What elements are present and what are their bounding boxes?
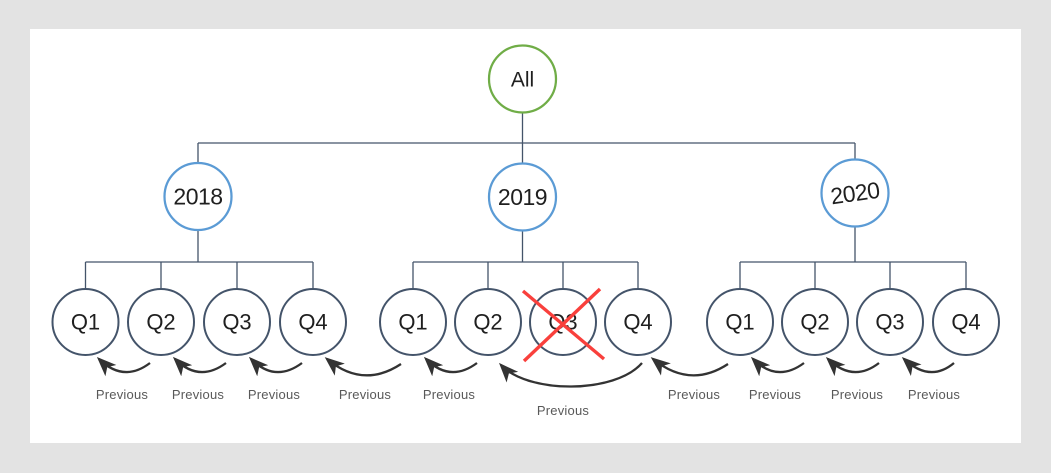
connector-2019-to-quarters xyxy=(412,230,639,289)
previous-arrows xyxy=(96,356,955,388)
quarter-node-circle-2020-q3 xyxy=(856,288,924,356)
quarter-node-label-2018-q3: Q3 xyxy=(222,310,251,335)
previous-label-9: Previous xyxy=(831,387,883,402)
root-node-circle xyxy=(487,44,558,114)
connector-2020-to-quarters xyxy=(739,226,967,289)
year-node-circle-2020 xyxy=(820,158,890,228)
quarter-node-label-2019-q1: Q1 xyxy=(398,310,427,335)
previous-arrow-2018-q4-to-q3 xyxy=(248,356,303,377)
tree-connectors xyxy=(84,112,967,289)
quarter-node-label-2018-q2: Q2 xyxy=(146,310,175,335)
cross-out-line-2 xyxy=(522,287,602,363)
previous-arrow-2020-q2-to-q1 xyxy=(750,356,805,377)
previous-label-8: Previous xyxy=(749,387,801,402)
quarter-node-label-2019-q4: Q4 xyxy=(623,310,652,335)
previous-arrow-2018-q3-to-q2 xyxy=(172,356,227,377)
node-labels: All 2018 2019 2020 Q1 Q2 Q3 Q4 Q1 Q2 Q3 … xyxy=(71,68,981,334)
cross-out-x-2019-q3 xyxy=(521,287,606,363)
quarter-node-label-2020-q4: Q4 xyxy=(951,310,980,335)
previous-arrow-2020-q4-to-q3 xyxy=(901,357,955,377)
year-node-circle-2019 xyxy=(487,162,558,232)
quarter-node-label-2020-q2: Q2 xyxy=(800,310,829,335)
previous-arrow-2019-q1-to-2018-q4 xyxy=(324,357,402,377)
year-node-circle-2018 xyxy=(163,161,233,232)
quarter-node-circle-2020-q1 xyxy=(706,288,774,356)
previous-arrow-labels: Previous Previous Previous Previous Prev… xyxy=(96,387,960,418)
previous-arrow-2019-q4-to-q2-skip-q3 xyxy=(498,362,643,388)
quarter-node-circle-2018-q3 xyxy=(203,288,271,356)
quarter-node-circle-2019-q2 xyxy=(454,288,522,356)
quarter-node-circle-2019-q1 xyxy=(379,288,447,356)
previous-label-1: Previous xyxy=(96,387,148,402)
quarter-node-label-2019-q2: Q2 xyxy=(473,310,502,335)
previous-label-6: Previous xyxy=(537,403,589,418)
previous-arrow-2018-q2-to-q1 xyxy=(96,356,151,377)
quarter-node-label-2018-q4: Q4 xyxy=(298,310,327,335)
connector-2018-to-quarters xyxy=(84,230,314,289)
previous-arrow-2020-q3-to-q2 xyxy=(825,356,880,377)
previous-arrow-2020-q1-to-2019-q4 xyxy=(650,357,729,377)
quarter-node-label-2018-q1: Q1 xyxy=(71,310,100,335)
quarter-node-circle-2020-q4 xyxy=(932,288,1000,356)
previous-label-3: Previous xyxy=(248,387,300,402)
previous-label-5: Previous xyxy=(423,387,475,402)
quarter-node-circle-2019-q4 xyxy=(604,288,672,356)
previous-label-2: Previous xyxy=(172,387,224,402)
connector-root-to-years xyxy=(197,112,856,164)
quarter-node-label-2020-q3: Q3 xyxy=(875,310,904,335)
previous-arrow-2019-q2-to-q1 xyxy=(423,356,478,377)
quarter-node-circle-2020-q2 xyxy=(781,288,849,356)
quarter-node-circle-2018-q4 xyxy=(279,288,347,356)
previous-label-7: Previous xyxy=(668,387,720,402)
quarter-node-circle-2018-q1 xyxy=(51,288,120,356)
year-node-label-2018: 2018 xyxy=(173,184,222,210)
previous-label-10: Previous xyxy=(908,387,960,402)
quarter-node-label-2020-q1: Q1 xyxy=(725,310,754,335)
quarter-node-circle-2018-q2 xyxy=(127,288,195,356)
year-node-circles xyxy=(163,158,890,232)
root-node-label: All xyxy=(511,68,534,91)
year-node-label-2019: 2019 xyxy=(498,184,547,210)
previous-label-4: Previous xyxy=(339,387,391,402)
